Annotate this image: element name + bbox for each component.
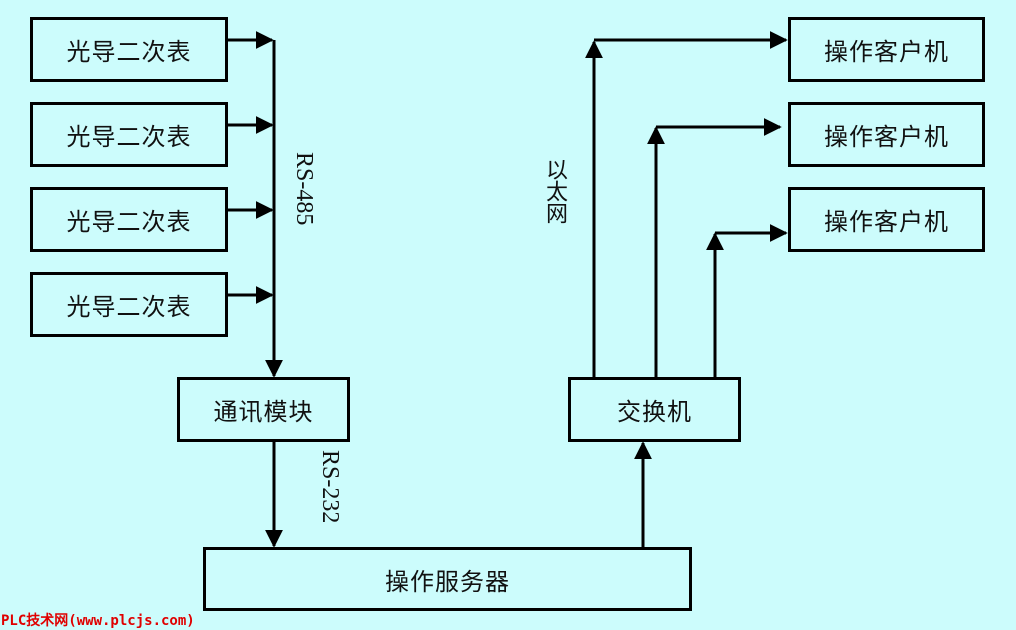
switch-box: 交换机 [568,377,741,442]
ethernet-label: 以太网 [542,158,567,224]
client-box-1: 操作客户机 [788,17,985,82]
client-box-2: 操作客户机 [788,102,985,167]
watermark: PLC技术网(www.plcjs.com) [1,613,195,629]
server-box: 操作服务器 [203,547,692,611]
rs232-label: RS-232 [317,450,343,524]
client-box-3: 操作客户机 [788,187,985,252]
sensor-box-2: 光导二次表 [30,102,228,167]
sensor-box-3: 光导二次表 [30,187,228,252]
sensor-box-1: 光导二次表 [30,17,228,82]
rs485-label: RS-485 [291,152,317,226]
sensor-box-4: 光导二次表 [30,272,228,337]
comm-module-box: 通讯模块 [177,377,350,442]
